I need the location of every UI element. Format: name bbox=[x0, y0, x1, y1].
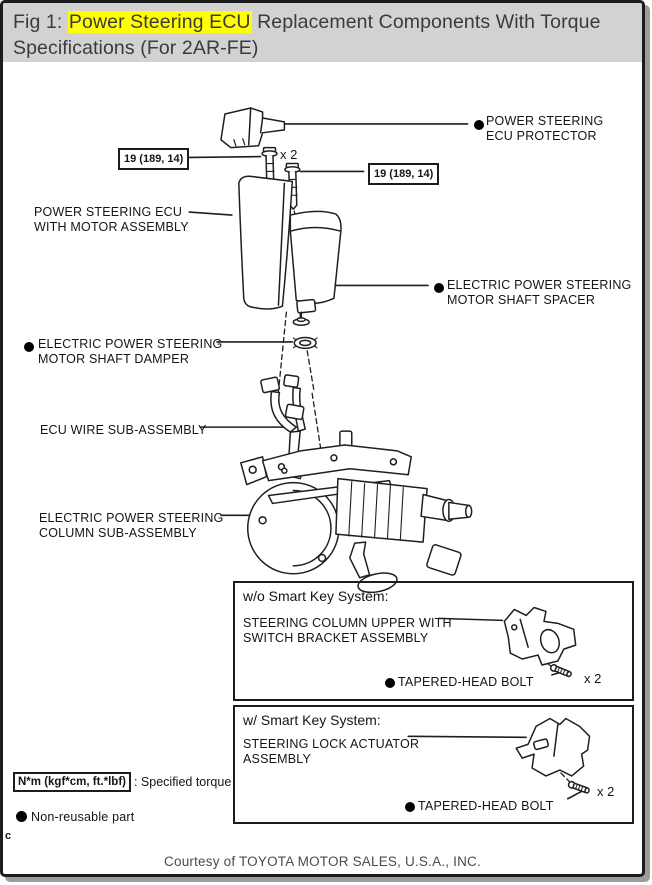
non-reusable-legend-label: Non-reusable part bbox=[31, 810, 135, 824]
figure-caption: Fig 1: Power Steering ECU Replacement Co… bbox=[3, 3, 642, 62]
figure-title: Replacement Components With Torque Speci… bbox=[13, 11, 601, 59]
motor-shaft-spacer-part bbox=[293, 312, 309, 325]
non-reusable-bullet-icon bbox=[16, 811, 27, 822]
highlighted-search-term: Power Steering ECU bbox=[67, 11, 252, 33]
non-reusable-bullet-icon bbox=[405, 802, 415, 812]
label-motor-shaft-damper: ELECTRIC POWER STEERING MOTOR SHAFT DAMP… bbox=[38, 337, 223, 366]
non-reusable-bullet-icon bbox=[24, 342, 34, 352]
torque-spec-box-1: 19 (189, 14) bbox=[118, 148, 190, 170]
non-reusable-bullet-icon bbox=[474, 120, 484, 130]
label-ecu-wire-subassembly: ECU WIRE SUB-ASSEMBLY bbox=[40, 423, 207, 437]
ecu-with-motor-part bbox=[239, 176, 341, 313]
label-ecu-protector: POWER STEERING ECU PROTECTOR bbox=[486, 114, 604, 143]
corner-mark: c bbox=[5, 830, 12, 842]
label-steering-lock-actuator: STEERING LOCK ACTUATOR ASSEMBLY bbox=[243, 737, 420, 766]
ecu-wire-subassembly-part bbox=[261, 375, 352, 479]
torque-spec-box-2: 19 (189, 14) bbox=[368, 163, 440, 185]
figure-number: Fig 1: bbox=[13, 11, 68, 33]
ecu-bolt-2 bbox=[285, 164, 300, 210]
with-smart-key-title: w/ Smart Key System: bbox=[243, 712, 381, 728]
ecu-protector-part bbox=[221, 108, 284, 148]
label-ecu-with-motor: POWER STEERING ECU WITH MOTOR ASSEMBLY bbox=[34, 205, 189, 234]
ecu-bolt-1 bbox=[262, 148, 277, 198]
bolt-quantity-top: x 2 bbox=[280, 147, 298, 162]
bolt-quantity-box2: x 2 bbox=[597, 784, 615, 799]
label-tapered-head-bolt-2: TAPERED-HEAD BOLT bbox=[418, 799, 554, 813]
non-reusable-bullet-icon bbox=[434, 283, 444, 293]
without-smart-key-box: w/o Smart Key System: STEERING COLUMN UP… bbox=[233, 581, 634, 701]
steering-column-subassembly-part bbox=[241, 445, 472, 596]
torque-legend: N*m (kgf*cm, ft.*lbf) : Specified torque bbox=[13, 772, 231, 792]
bolt-quantity-box1: x 2 bbox=[584, 671, 602, 686]
label-tapered-head-bolt-1: TAPERED-HEAD BOLT bbox=[398, 675, 534, 689]
courtesy-credit: Courtesy of TOYOTA MOTOR SALES, U.S.A., … bbox=[164, 854, 481, 869]
label-motor-shaft-spacer: ELECTRIC POWER STEERING MOTOR SHAFT SPAC… bbox=[447, 278, 632, 307]
without-smart-key-title: w/o Smart Key System: bbox=[243, 588, 389, 604]
label-column-subassembly: ELECTRIC POWER STEERING COLUMN SUB-ASSEM… bbox=[39, 511, 224, 540]
with-smart-key-box: w/ Smart Key System: STEERING LOCK ACTUA… bbox=[233, 705, 634, 824]
non-reusable-bullet-icon bbox=[385, 678, 395, 688]
torque-units-box: N*m (kgf*cm, ft.*lbf) bbox=[13, 772, 131, 792]
motor-shaft-damper-part bbox=[293, 337, 317, 348]
torque-units-description: : Specified torque bbox=[133, 775, 232, 789]
label-switch-bracket-assembly: STEERING COLUMN UPPER WITH SWITCH BRACKE… bbox=[243, 616, 452, 645]
